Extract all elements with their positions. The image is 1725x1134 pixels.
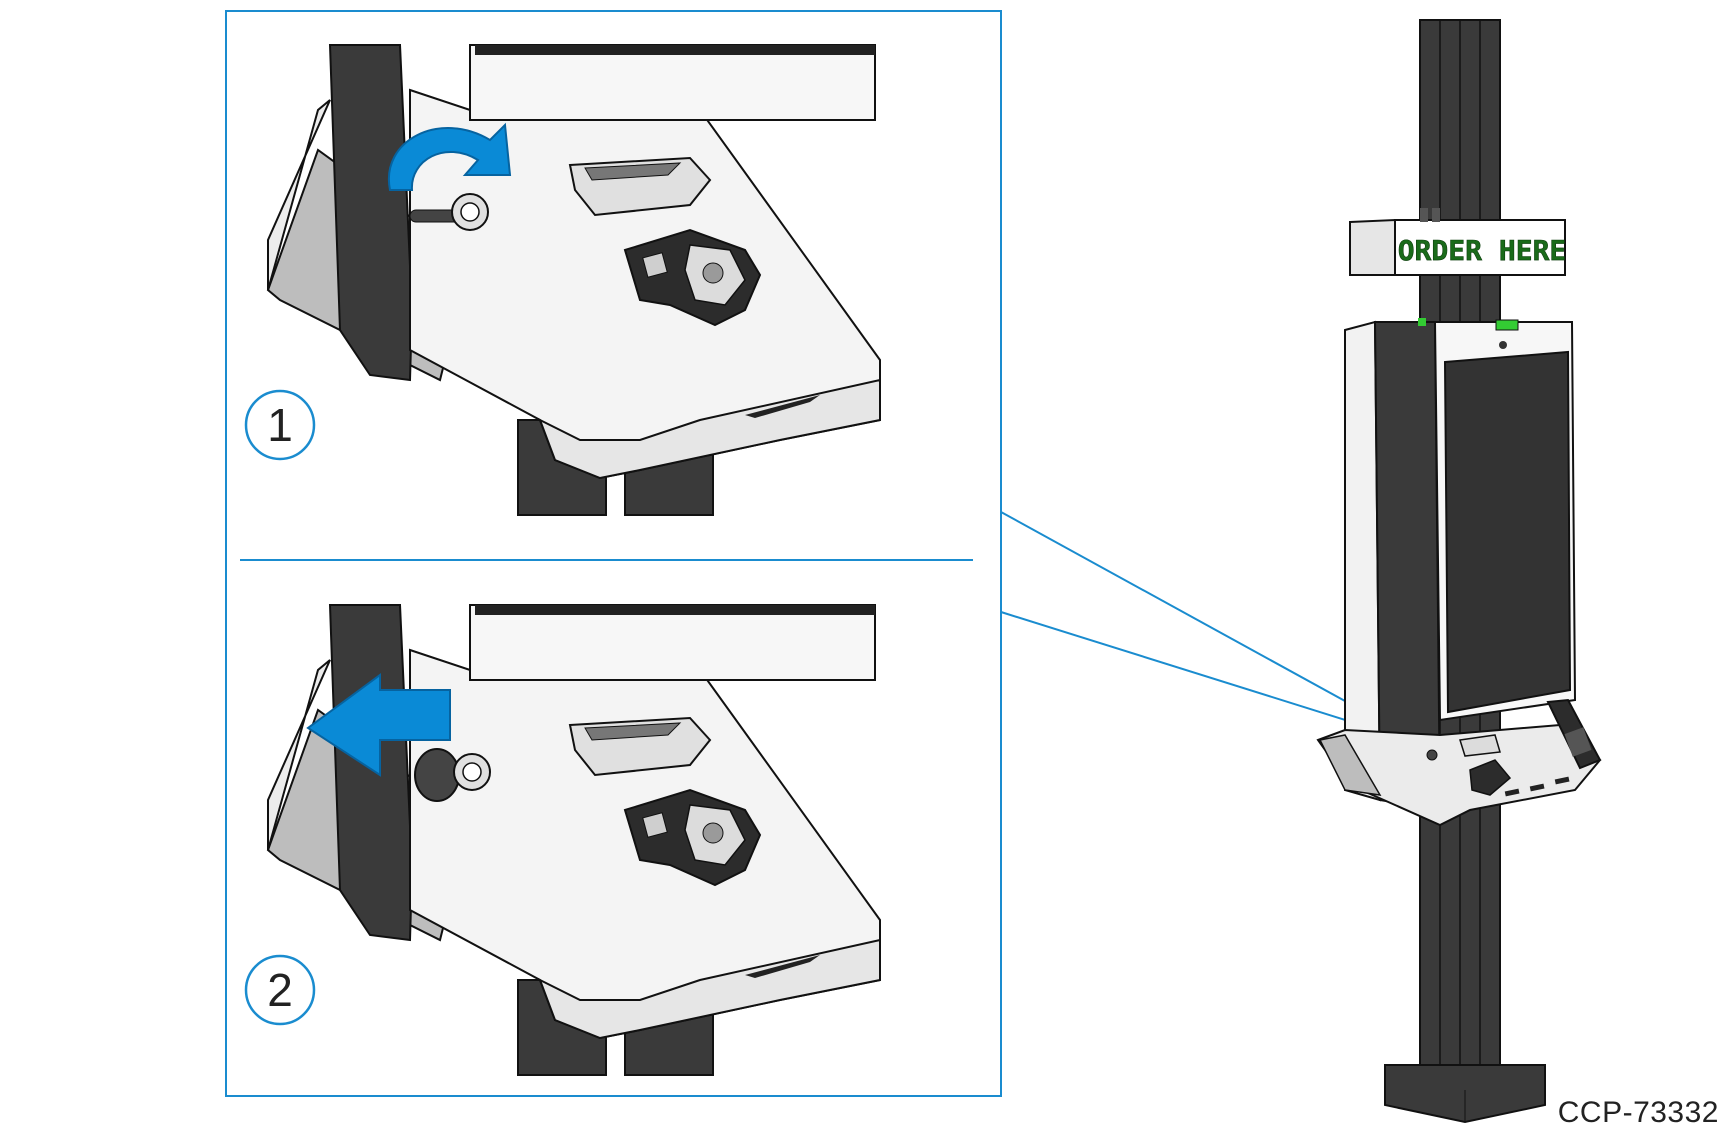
- key-icon: [409, 193, 489, 231]
- sign-text: ORDER HERE: [1398, 234, 1567, 267]
- rotate-arrow-icon: [387, 122, 512, 191]
- step-1-number: 1: [267, 399, 293, 451]
- panel-step-1: 1: [244, 44, 881, 516]
- panel-step-2: 2: [244, 604, 881, 1076]
- step-1-marker: 1: [244, 389, 316, 461]
- drawing-id: CCP-73332: [1557, 1096, 1719, 1129]
- step-2-marker: 2: [244, 954, 316, 1026]
- pull-arrow-icon: [306, 673, 451, 777]
- kiosk-full-view: ORDER HERE: [1316, 19, 1602, 1124]
- key-icon: [414, 748, 491, 802]
- step-2-number: 2: [267, 964, 293, 1016]
- order-here-sign: ORDER HERE: [1349, 208, 1567, 276]
